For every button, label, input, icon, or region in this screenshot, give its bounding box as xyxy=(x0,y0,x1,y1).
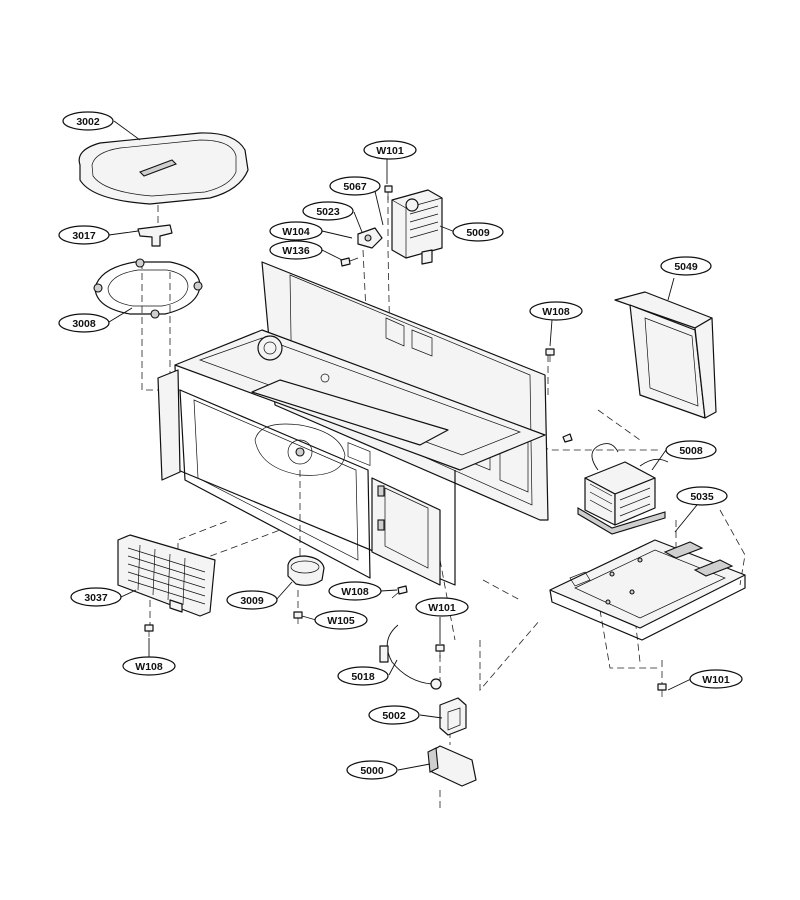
callout-W108-right: W108 xyxy=(529,301,583,321)
magnetron xyxy=(391,189,443,265)
callout-3037: 3037 xyxy=(70,587,122,607)
callout-3037-text: 3037 xyxy=(84,592,108,604)
wire-harness xyxy=(379,624,442,690)
callout-5009-text: 5009 xyxy=(466,227,490,239)
callout-W101-mid: W101 xyxy=(415,597,469,617)
callout-5009: 5009 xyxy=(452,222,504,242)
callout-5023-text: 5023 xyxy=(316,206,340,218)
callout-3002-text: 3002 xyxy=(76,116,100,128)
callout-W101-right-text: W101 xyxy=(702,674,730,686)
callout-5035-text: 5035 xyxy=(690,491,714,503)
callout-3017: 3017 xyxy=(58,225,110,245)
callout-W136: W136 xyxy=(269,240,323,260)
switch-bracket xyxy=(439,697,467,736)
callout-5008: 5008 xyxy=(665,440,717,460)
callout-3009-text: 3009 xyxy=(240,595,264,607)
thermal-cutout xyxy=(357,227,383,249)
callout-W108-mid: W108 xyxy=(328,581,382,601)
callout-W101-top: W101 xyxy=(363,140,417,160)
callout-3017-text: 3017 xyxy=(72,230,96,242)
callout-5018-text: 5018 xyxy=(351,671,375,683)
callout-5000-text: 5000 xyxy=(360,765,384,777)
glass-tray xyxy=(78,132,249,205)
callout-5000: 5000 xyxy=(346,760,398,780)
callout-3009: 3009 xyxy=(226,590,278,610)
callout-5049: 5049 xyxy=(660,256,712,276)
callout-5023: 5023 xyxy=(302,201,354,221)
screws xyxy=(144,185,667,697)
callout-W104-text: W104 xyxy=(282,226,310,238)
lamp-socket xyxy=(427,745,477,787)
callout-W105-text: W105 xyxy=(327,615,355,627)
callout-W108-left: W108 xyxy=(122,656,176,676)
callout-W101-right: W101 xyxy=(689,669,743,689)
callout-W108-left-text: W108 xyxy=(135,661,163,673)
cover-panel xyxy=(614,291,717,419)
base-plate xyxy=(549,539,746,641)
callout-3002: 3002 xyxy=(62,111,114,131)
callout-W108-right-text: W108 xyxy=(542,306,570,318)
callout-W105: W105 xyxy=(314,610,368,630)
callout-5049-text: 5049 xyxy=(674,261,698,273)
callout-5067-text: 5067 xyxy=(343,181,367,193)
callout-W136-text: W136 xyxy=(282,245,310,257)
callout-W101-top-text: W101 xyxy=(376,145,404,157)
oven-cavity xyxy=(157,261,549,586)
callout-5067: 5067 xyxy=(329,176,381,196)
callout-5008-text: 5008 xyxy=(679,445,703,457)
callout-5002: 5002 xyxy=(368,705,420,725)
callout-5018: 5018 xyxy=(337,666,389,686)
turntable-motor xyxy=(287,548,325,586)
vent-grille xyxy=(117,534,216,617)
callout-3008-text: 3008 xyxy=(72,318,96,330)
roller-ring xyxy=(93,258,203,319)
callout-W101-mid-text: W101 xyxy=(428,602,456,614)
callout-W108-mid-text: W108 xyxy=(341,586,369,598)
callout-5035: 5035 xyxy=(676,486,728,506)
leader-lines xyxy=(108,120,698,771)
callout-5002-text: 5002 xyxy=(382,710,406,722)
callout-W104: W104 xyxy=(269,221,323,241)
transformer xyxy=(577,443,669,535)
tray-coupler xyxy=(137,224,173,247)
callout-3008: 3008 xyxy=(58,313,110,333)
